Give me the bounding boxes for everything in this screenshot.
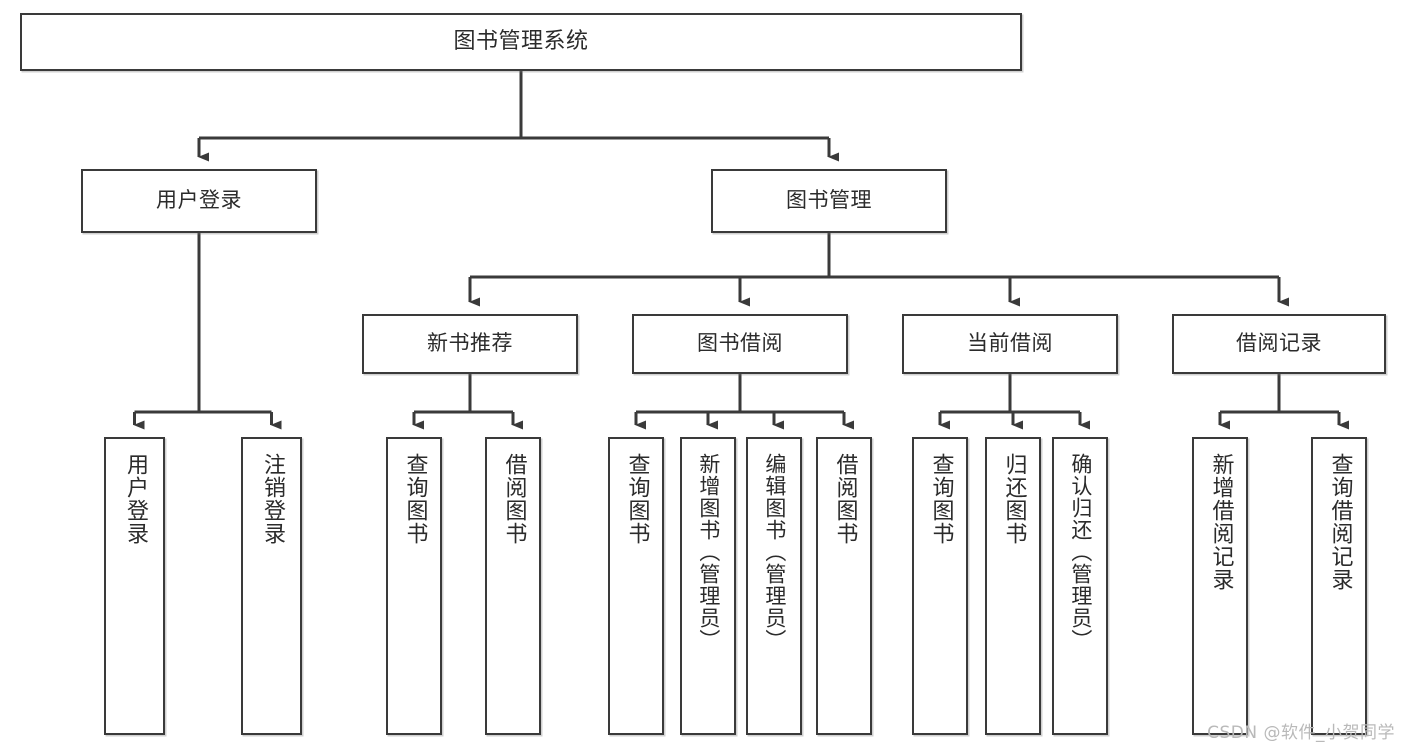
node-leaf-borrow-book-rec-label: 借阅图书 bbox=[501, 453, 527, 545]
node-user-login[interactable]: 用户登录 bbox=[81, 169, 317, 233]
node-leaf-user-logout-label: 注销登录 bbox=[259, 453, 285, 545]
node-book-borrow-label: 图书借阅 bbox=[697, 331, 783, 356]
node-leaf-borrow-book-label: 借阅图书 bbox=[832, 453, 858, 545]
node-user-login-label: 用户登录 bbox=[156, 188, 242, 213]
node-current-borrow[interactable]: 当前借阅 bbox=[902, 314, 1118, 374]
node-root-system[interactable]: 图书管理系统 bbox=[20, 13, 1022, 71]
node-leaf-confirm-return-admin-label: 确认归还（管理员） bbox=[1068, 453, 1093, 651]
node-leaf-edit-book-admin[interactable]: 编辑图书（管理员） bbox=[746, 437, 802, 735]
node-leaf-user-login[interactable]: 用户登录 bbox=[104, 437, 165, 735]
node-leaf-add-borrow-record[interactable]: 新增借阅记录 bbox=[1192, 437, 1248, 735]
node-borrow-record[interactable]: 借阅记录 bbox=[1172, 314, 1386, 374]
csdn-watermark: CSDN @软件_小贺同学 bbox=[1207, 723, 1395, 743]
node-leaf-query-book-borrow[interactable]: 查询图书 bbox=[608, 437, 664, 735]
node-leaf-query-borrow-record[interactable]: 查询借阅记录 bbox=[1311, 437, 1367, 735]
node-leaf-query-book-cur-label: 查询图书 bbox=[928, 453, 954, 545]
node-leaf-add-borrow-record-label: 新增借阅记录 bbox=[1208, 453, 1234, 591]
node-root-system-label: 图书管理系统 bbox=[453, 28, 589, 54]
node-leaf-add-book-admin-label: 新增图书（管理员） bbox=[696, 453, 721, 651]
node-leaf-query-book-rec[interactable]: 查询图书 bbox=[386, 437, 442, 735]
node-borrow-record-label: 借阅记录 bbox=[1236, 331, 1322, 356]
node-leaf-borrow-book-rec[interactable]: 借阅图书 bbox=[485, 437, 541, 735]
node-leaf-user-login-label: 用户登录 bbox=[122, 453, 148, 545]
node-leaf-borrow-book[interactable]: 借阅图书 bbox=[816, 437, 872, 735]
node-leaf-user-logout[interactable]: 注销登录 bbox=[241, 437, 302, 735]
node-new-book-recommend-label: 新书推荐 bbox=[427, 331, 513, 356]
node-leaf-add-book-admin[interactable]: 新增图书（管理员） bbox=[680, 437, 736, 735]
node-book-manage-label: 图书管理 bbox=[786, 188, 872, 213]
node-leaf-edit-book-admin-label: 编辑图书（管理员） bbox=[762, 453, 787, 651]
node-book-borrow[interactable]: 图书借阅 bbox=[632, 314, 848, 374]
node-leaf-query-book-cur[interactable]: 查询图书 bbox=[912, 437, 968, 735]
node-current-borrow-label: 当前借阅 bbox=[967, 331, 1053, 356]
node-new-book-recommend[interactable]: 新书推荐 bbox=[362, 314, 578, 374]
node-book-manage[interactable]: 图书管理 bbox=[711, 169, 947, 233]
node-leaf-query-book-borrow-label: 查询图书 bbox=[624, 453, 650, 545]
node-leaf-query-book-rec-label: 查询图书 bbox=[402, 453, 428, 545]
node-leaf-return-book[interactable]: 归还图书 bbox=[985, 437, 1041, 735]
node-leaf-confirm-return-admin[interactable]: 确认归还（管理员） bbox=[1052, 437, 1108, 735]
node-leaf-query-borrow-record-label: 查询借阅记录 bbox=[1327, 453, 1353, 591]
node-leaf-return-book-label: 归还图书 bbox=[1001, 453, 1027, 545]
